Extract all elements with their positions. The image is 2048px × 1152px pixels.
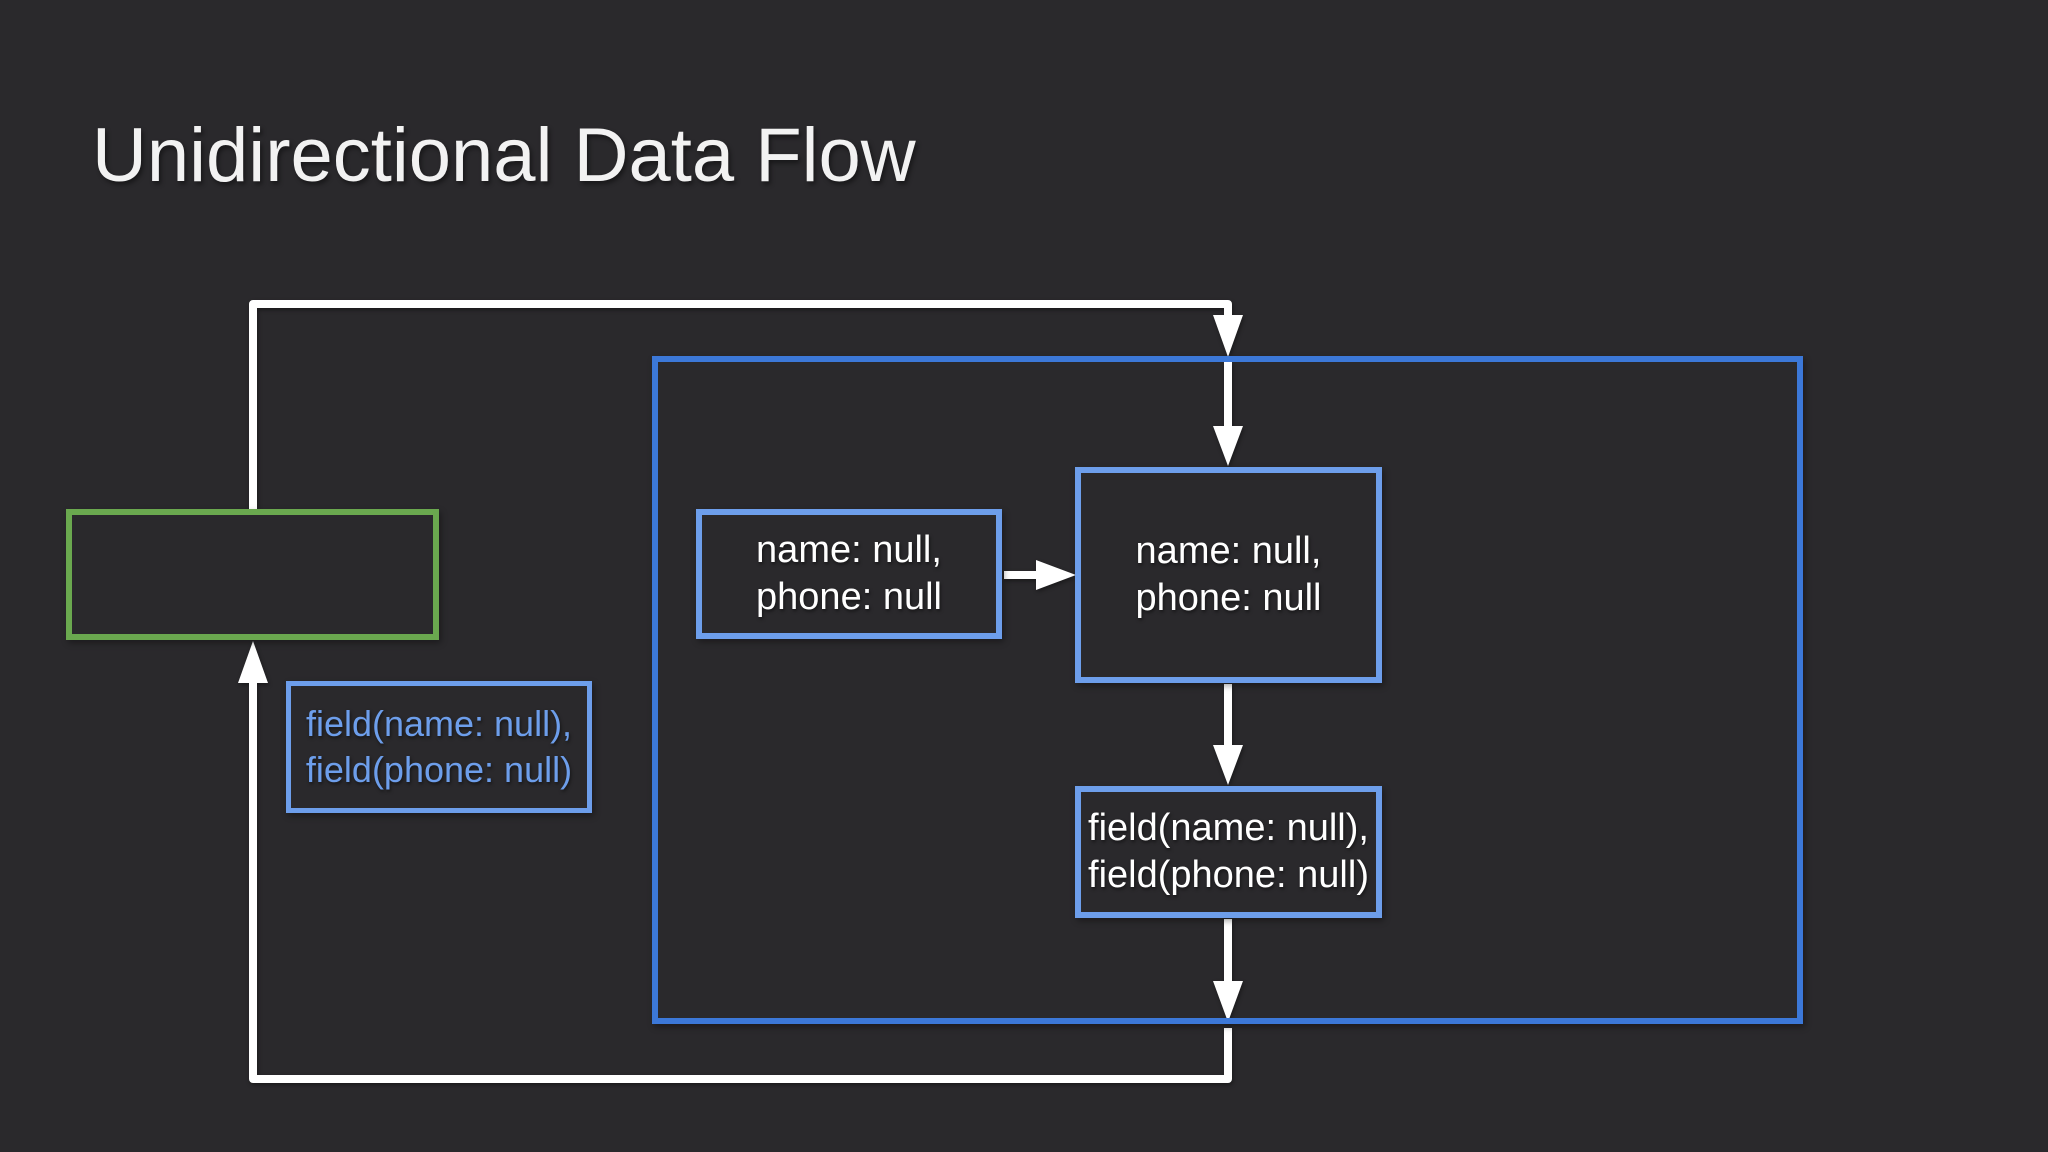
render-fields-box: field(name: null), field(phone: null) xyxy=(1075,786,1382,918)
store-state-box: name: null, phone: null xyxy=(1075,467,1382,683)
input-state-line-2: phone: null xyxy=(756,576,942,618)
arrowhead-into-store-border xyxy=(1213,315,1243,357)
arrow-bottom-return-loop xyxy=(238,641,1232,1083)
event-label-line-2: field(phone: null) xyxy=(305,749,573,790)
arrow-store-border-to-state xyxy=(1213,362,1243,466)
arrow-view-to-store-top-loop xyxy=(249,300,1243,509)
store-state-line-1: name: null, xyxy=(1135,530,1322,572)
arrowhead-at-store-bottom-border xyxy=(1213,981,1243,1022)
render-fields-line-1: field(name: null), xyxy=(1088,807,1369,849)
event-label-line-1: field(name: null), xyxy=(305,703,573,744)
input-state-box: name: null, phone: null xyxy=(696,509,1002,639)
arrowhead-into-render-box xyxy=(1213,745,1243,785)
slide-title: Unidirectional Data Flow xyxy=(92,113,916,198)
arrow-input-to-state xyxy=(1004,560,1076,590)
store-state-line-2: phone: null xyxy=(1135,577,1322,619)
arrow-state-to-render xyxy=(1213,684,1243,785)
event-label-box: field(name: null), field(phone: null) xyxy=(286,681,592,813)
store-container xyxy=(652,356,1803,1024)
input-state-line-1: name: null, xyxy=(756,529,942,571)
view-box-green xyxy=(66,509,439,640)
arrowhead-into-view-box xyxy=(238,641,268,683)
render-fields-line-2: field(phone: null) xyxy=(1088,854,1369,896)
arrowhead-into-state-box xyxy=(1213,426,1243,466)
arrow-render-to-store-border xyxy=(1213,919,1243,1022)
arrowhead-into-state-left xyxy=(1036,560,1076,590)
